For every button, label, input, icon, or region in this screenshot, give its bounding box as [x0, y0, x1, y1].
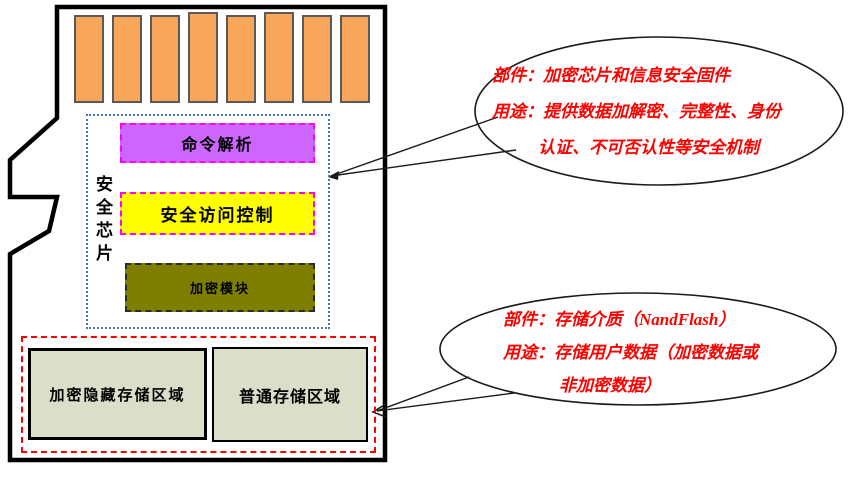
- security-chip-callout-text: 部件：加密芯片和信息安全固件 用途：提供数据加解密、完整性、身份 认证、不可否认…: [492, 58, 842, 166]
- card-pin: [112, 15, 142, 103]
- module-command-parsing-label: 命令解析: [181, 137, 254, 154]
- encrypted-hidden-storage-area: 加密隐藏存储区域: [28, 348, 207, 440]
- callout-line: 部件：存储介质（NandFlash）: [503, 310, 736, 329]
- card-pin: [264, 12, 294, 103]
- normal-storage-area: 普通存储区域: [212, 347, 368, 442]
- callout-line: 部件：加密芯片和信息安全固件: [492, 66, 730, 85]
- callout-line: 用途：提供数据加解密、完整性、身份: [492, 102, 781, 121]
- security-chip-callout-tip-arrow: [328, 171, 339, 180]
- callout-line: 认证、不可否认性等安全机制: [538, 138, 759, 157]
- callout-line: 用途：存储用户数据（加密数据或: [503, 343, 758, 362]
- security-chip-callout-bubble: [328, 36, 844, 186]
- card-pin: [340, 15, 370, 103]
- storage-callout-tail-lower: [376, 392, 515, 412]
- module-secure-access-control-label: 安全访问控制: [160, 206, 275, 225]
- storage-callout-text: 部件：存储介质（NandFlash） 用途：存储用户数据（加密数据或 非加密数据…: [503, 303, 828, 402]
- storage-region: [21, 336, 376, 453]
- module-encryption: 加密模块: [125, 263, 315, 312]
- card-pin: [150, 15, 180, 103]
- module-secure-access-control: 安全访问控制: [120, 192, 315, 235]
- module-encryption-label: 加密模块: [189, 281, 250, 296]
- card-pin: [188, 12, 218, 103]
- security-chip-region: [86, 114, 330, 329]
- normal-storage-label: 普通存储区域: [238, 388, 341, 406]
- encrypted-hidden-storage-label: 加密隐藏存储区域: [49, 387, 186, 404]
- card-pin: [226, 15, 256, 103]
- security-chip-callout-ellipse: [474, 36, 844, 186]
- card-pin: [74, 15, 104, 103]
- storage-callout-tip-arrow: [371, 403, 387, 418]
- connector-pins: [74, 12, 370, 103]
- card-pin: [302, 15, 332, 103]
- security-chip-callout-tail-lower: [330, 149, 517, 177]
- storage-callout-bubble: [371, 292, 837, 418]
- storage-callout-ellipse: [439, 292, 837, 406]
- callout-line: 非加密数据）: [559, 376, 661, 395]
- security-chip-callout-tail-upper: [330, 116, 499, 177]
- security-chip-label: 安全芯片: [93, 175, 112, 267]
- module-command-parsing: 命令解析: [120, 123, 315, 163]
- storage-callout-tail-upper: [376, 376, 470, 412]
